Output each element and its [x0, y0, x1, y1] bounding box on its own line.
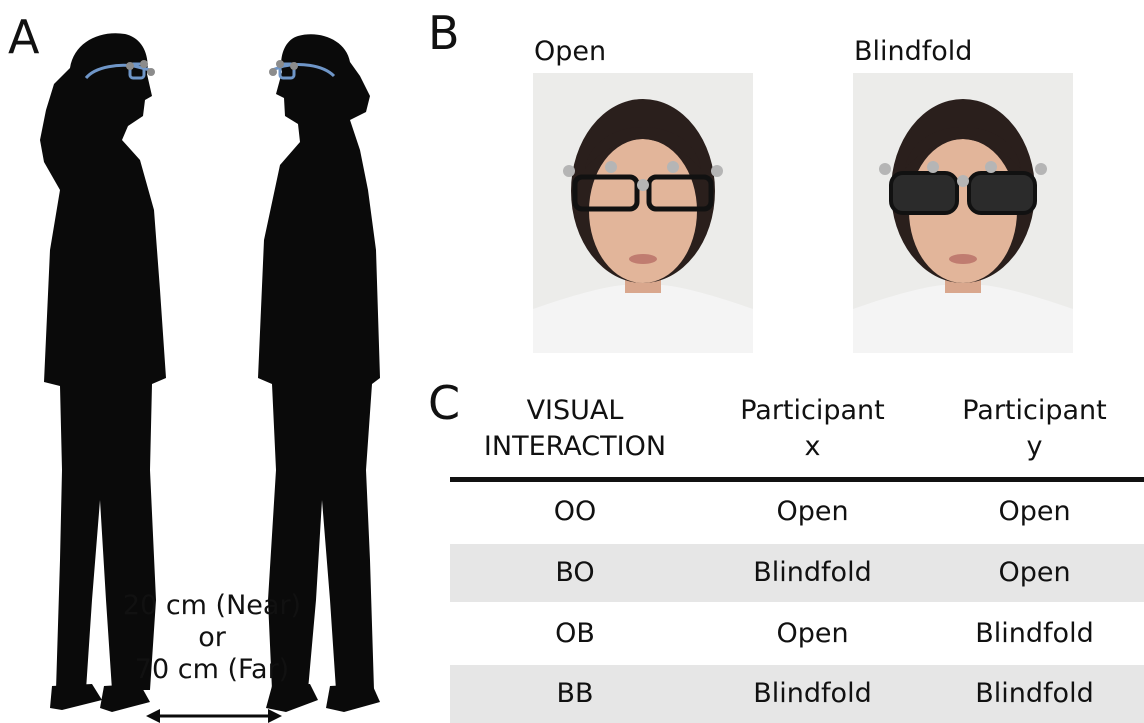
panel-label-c: C: [428, 376, 461, 430]
standing-pair-illustration: [40, 33, 380, 723]
header-visual-interaction: VISUAL INTERACTION: [483, 395, 667, 462]
header-participant-x: Participant x: [740, 395, 885, 462]
distance-arrow-icon: [146, 709, 282, 723]
photo-open-glasses: [533, 73, 753, 353]
photo-title-blindfold: Blindfold: [854, 36, 973, 67]
panel-label-a: A: [8, 10, 40, 64]
participant-right-silhouette: [258, 34, 380, 712]
distance-label-near: 20 cm (Near): [122, 590, 302, 621]
header-divider: [450, 477, 1144, 482]
photo-title-open: Open: [534, 36, 607, 67]
table-header: VISUAL INTERACTION Participant x Partici…: [450, 393, 1144, 477]
cell-participant-x: Blindfold: [753, 557, 872, 588]
panel-label-b: B: [428, 6, 460, 60]
cell-condition: OO: [553, 496, 597, 527]
distance-label-far: 70 cm (Far): [134, 654, 290, 685]
left-glasses-icon: [84, 60, 155, 80]
cell-participant-y: Open: [998, 496, 1071, 527]
table-row: BB Blindfold Blindfold: [450, 665, 1144, 723]
cell-participant-x: Open: [776, 618, 849, 649]
cell-condition: OB: [555, 618, 595, 649]
participant-left-silhouette: [40, 33, 166, 712]
cell-participant-x: Blindfold: [753, 678, 872, 709]
table-row: OB Open Blindfold: [450, 605, 1144, 663]
photo-blindfold-glasses: [853, 73, 1073, 353]
cell-participant-x: Open: [776, 496, 849, 527]
cell-condition: BO: [555, 557, 595, 588]
cell-participant-y: Open: [998, 557, 1071, 588]
header-participant-y: Participant y: [962, 395, 1107, 462]
distance-label-or: or: [198, 622, 226, 653]
cell-participant-y: Blindfold: [975, 678, 1094, 709]
table-row: BO Blindfold Open: [450, 544, 1144, 602]
right-glasses-icon: [269, 60, 336, 80]
cell-participant-y: Blindfold: [975, 618, 1094, 649]
condition-table: VISUAL INTERACTION Participant x Partici…: [450, 393, 1144, 723]
cell-condition: BB: [556, 678, 594, 709]
table-row: OO Open Open: [450, 483, 1144, 541]
